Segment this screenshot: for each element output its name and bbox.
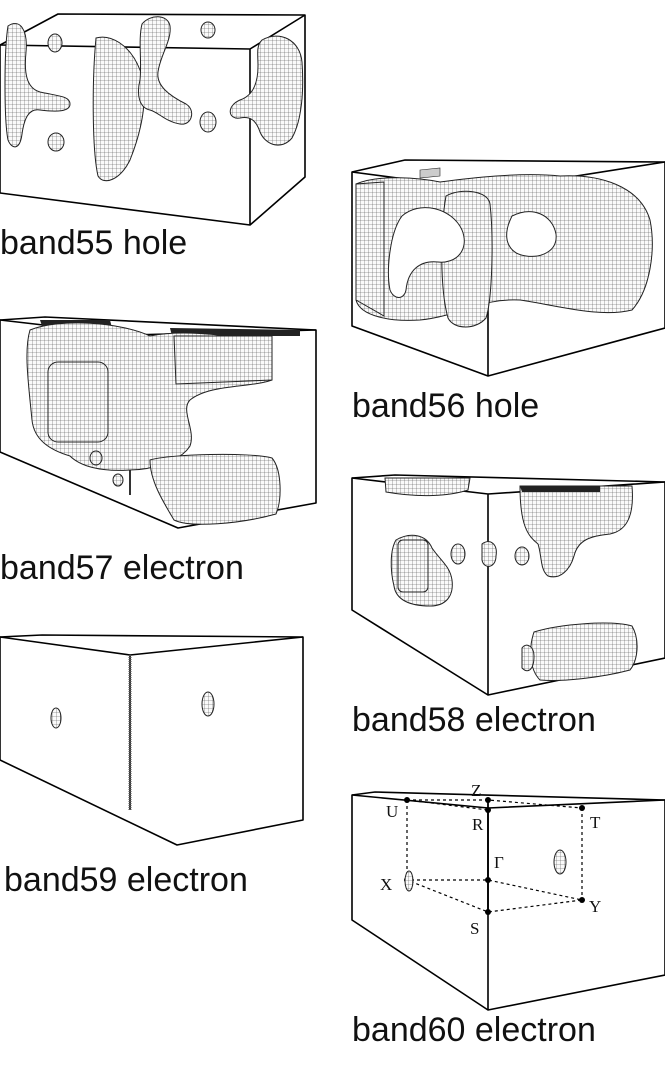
kpoint-label-x: X (380, 875, 392, 894)
kpoint-labels: Z U T R Γ X Y S (380, 781, 601, 938)
panel-caption: band60 electron (352, 1011, 596, 1049)
brillouin-zone-box (351, 791, 665, 1011)
panel-caption: band56 hole (352, 387, 539, 425)
panel-caption: band57 electron (0, 549, 244, 587)
kpoint-label-gamma: Γ (494, 853, 504, 872)
panel-caption: band58 electron (352, 701, 596, 739)
panel-band57: band57 electron (0, 316, 317, 587)
brillouin-zone-box (0, 634, 304, 846)
fermi-surface-sheets (355, 167, 653, 328)
kpoint-label-z: Z (471, 781, 481, 800)
high-symmetry-path (404, 797, 585, 915)
kpoint-label-s: S (470, 919, 479, 938)
panel-band55: band55 hole (0, 13, 306, 262)
fermi-surface-sheets (26, 320, 300, 525)
kpoint-label-y: Y (589, 897, 601, 916)
panel-caption: band55 hole (0, 224, 187, 262)
panel-caption: band59 electron (4, 861, 248, 899)
fermi-surface-sheets (4, 16, 304, 182)
panel-band56: band56 hole (351, 159, 665, 425)
brillouin-zone-box (0, 13, 306, 226)
panel-band59: band59 electron (0, 634, 304, 899)
fermi-surface-sheets (384, 477, 638, 681)
fermi-surface-sheets (404, 849, 567, 892)
fermi-surface-sheets (50, 655, 215, 810)
panel-band60: Z U T R Γ X Y S band60 electron (351, 781, 665, 1049)
kpoint-label-t: T (590, 813, 601, 832)
panel-band58: band58 electron (351, 474, 665, 739)
kpoint-label-u: U (386, 802, 398, 821)
kpoint-label-r: R (472, 815, 484, 834)
